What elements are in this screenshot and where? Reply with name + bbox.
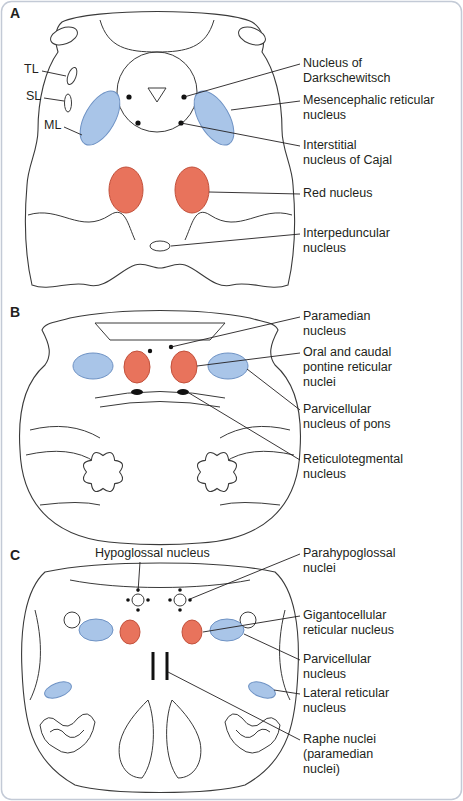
interpeduncular-nucleus [150,241,170,251]
pontine-reticular-nucleus [171,351,197,383]
darkschewitsch-dot [126,94,131,99]
parahypoglossal-dot [126,598,130,602]
red-nucleus [175,167,209,213]
structure-label: Mesencephalic reticular nucleus [303,93,453,123]
pontine-reticular-nucleus [124,351,150,383]
parahypoglossal-dot [168,598,172,602]
leader-line [64,127,82,135]
parvicellular-nucleus [79,619,113,641]
leader-line [42,71,66,76]
panel-letter: B [10,305,40,320]
olive-fold [236,729,270,737]
structure-label: Lateral reticular nucleus [303,686,411,716]
lateral-reticular-nucleus [42,679,73,702]
parahypoglossal-dot [178,608,182,612]
tract-profile [65,66,79,86]
structure-label: Red nucleus [303,186,411,201]
cajal-dot [135,120,140,125]
structure-label: Reticulotegmental nucleus [303,452,411,482]
solitary-tract [64,612,80,628]
leader-line [209,192,300,194]
tract-label: SL [26,89,56,104]
tectum-boundary [100,20,214,52]
gigantocellular-nucleus [120,620,140,644]
corticospinal-bundle [83,452,122,491]
inferior-olive [225,714,280,753]
leader-line [274,690,300,694]
leader-line [168,672,300,740]
inferior-olive [40,714,95,753]
mesencephalic-reticular-nucleus [186,85,242,152]
panel-letter: C [10,548,40,563]
pontine-fibers [26,426,294,505]
structure-label: Interstitial nucleus of Cajal [303,138,398,168]
leader-line [171,234,300,246]
structure-label: Nucleus of Darkschewitsch [303,56,411,86]
structure-label: Hypoglossal nucleus [95,546,255,561]
leader-line [44,98,64,101]
tract-profile [65,94,72,112]
leader-line [184,64,300,97]
tract-label: TL [24,62,54,77]
hypoglossal-nucleus [174,594,186,606]
pyramid [119,700,153,778]
geniculate-body [48,24,80,49]
structure-label: Parahypoglossal nuclei [303,546,411,576]
structure-label: Parvicellular nucleus of pons [303,402,403,432]
leader-line [189,393,300,460]
geniculate-body [236,24,268,49]
parahypoglossal-dot [146,598,150,602]
hypoglossal-nucleus [132,594,144,606]
peduncle-boundary [28,212,135,240]
red-nucleus [109,167,143,213]
pyramid [167,700,201,778]
raphe-nucleus [166,652,169,680]
corticospinal-bundle [197,452,236,491]
structure-label: Parvicellular nucleus [303,652,403,682]
cerebral-aqueduct [148,88,166,102]
tract-label: ML [44,118,74,133]
gigantocellular-nucleus [182,620,202,644]
ventricle-floor [70,580,250,588]
leader-line [247,369,300,410]
leader-line [203,616,300,632]
fourth-ventricle [95,323,225,340]
structure-label: Paramedian nucleus [303,309,403,339]
leader-line [171,317,300,347]
structure-label: Oral and caudal pontine reticular nuclei [303,345,411,390]
parvicellular-nucleus-pons [208,353,248,379]
parahypoglossal-dot [178,588,182,592]
leader-line [244,634,300,660]
leader-line [197,353,300,366]
reticulotegmental-nucleus [131,389,143,395]
lateral-reticular-nucleus [246,679,277,702]
reticulotegmental-nucleus [177,389,189,395]
midbrain-outline [25,12,294,288]
structure-label: Raphe nuclei (paramedian nuclei) [303,732,411,777]
raphe-nucleus [152,652,155,680]
leader-line [138,562,140,592]
leader-line [231,101,300,110]
leader-line [190,554,300,599]
periaqueductal-gray [117,52,197,132]
olive-fold [50,729,84,737]
paramedian-dot [148,349,152,353]
structure-label: Gigantocellular reticular nucleus [303,608,411,638]
medial-lemniscus [95,392,225,408]
panel-letter: A [10,6,40,21]
pons-outline [20,311,301,545]
parahypoglossal-dots [126,588,192,612]
parahypoglossal-dot [136,608,140,612]
mesencephalic-reticular-nucleus [72,85,128,152]
structure-label: Interpeduncular nucleus [303,226,411,256]
medulla-outline [22,563,299,793]
leader-line [181,123,300,146]
parvicellular-nucleus-pons [73,353,113,379]
